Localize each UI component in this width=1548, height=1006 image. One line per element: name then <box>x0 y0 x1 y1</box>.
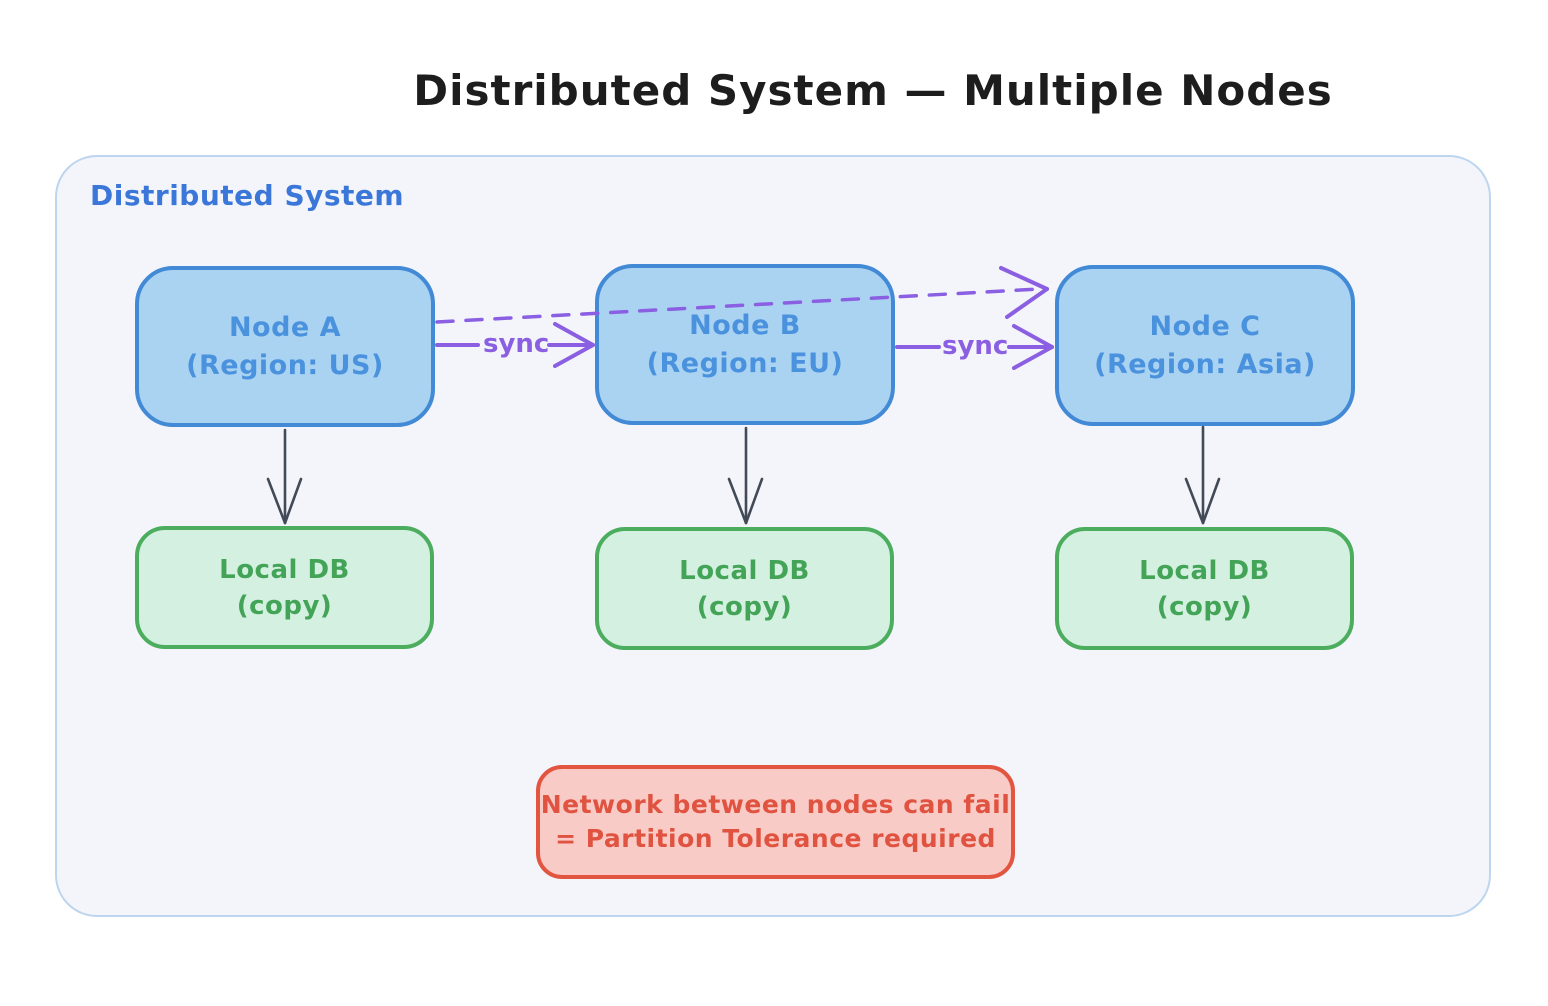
node-c-name: Node C <box>1149 310 1261 342</box>
node-c-region: (Region: Asia) <box>1094 348 1316 380</box>
db-b-box: Local DB (copy) <box>595 527 894 650</box>
node-a-region: (Region: US) <box>186 349 384 381</box>
node-b-region: (Region: EU) <box>646 347 844 379</box>
node-a-name: Node A <box>228 311 342 343</box>
db-c-name: Local DB <box>1139 555 1270 586</box>
warning-line-2: = Partition Tolerance required <box>555 824 996 853</box>
warning-line-1: Network between nodes can fail <box>540 790 1011 819</box>
container-label: Distributed System <box>90 179 405 212</box>
node-c-box: Node C (Region: Asia) <box>1055 265 1355 426</box>
db-c-note: (copy) <box>1156 591 1253 622</box>
node-a-box: Node A (Region: US) <box>135 266 435 427</box>
db-b-note: (copy) <box>696 591 793 622</box>
sync-label-a-b: sync <box>483 329 550 359</box>
sync-label-b-c: sync <box>942 331 1009 361</box>
db-b-name: Local DB <box>679 555 810 586</box>
db-c-box: Local DB (copy) <box>1055 527 1354 650</box>
db-a-box: Local DB (copy) <box>135 526 434 649</box>
diagram-title: Distributed System — Multiple Nodes <box>413 66 1333 115</box>
db-a-name: Local DB <box>219 554 350 585</box>
db-a-note: (copy) <box>236 590 333 621</box>
node-b-name: Node B <box>689 309 801 341</box>
node-b-box: Node B (Region: EU) <box>595 264 895 425</box>
warning-box: Network between nodes can fail = Partiti… <box>536 765 1015 879</box>
